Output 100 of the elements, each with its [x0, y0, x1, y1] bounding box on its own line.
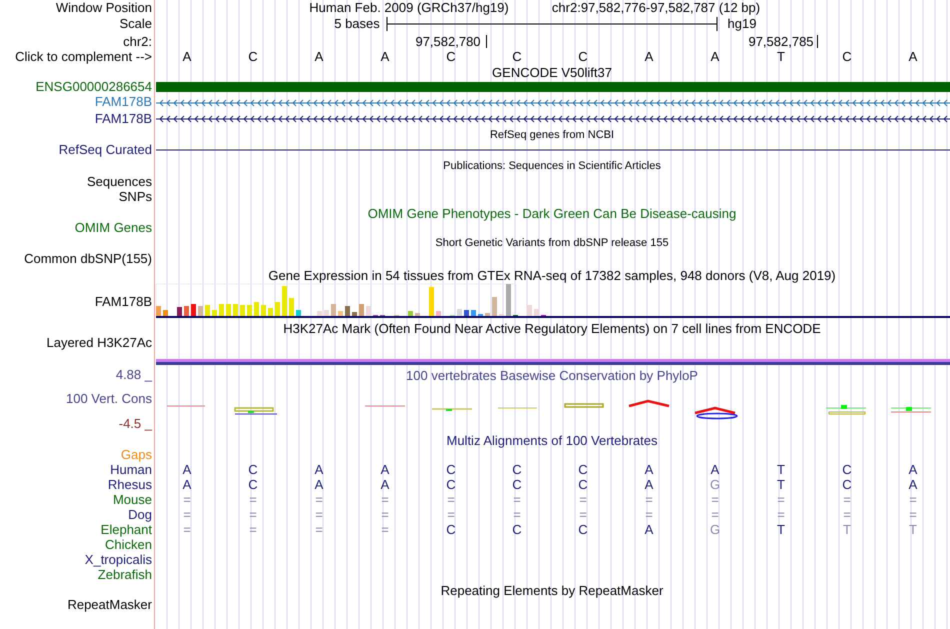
base-letter: = — [711, 492, 719, 507]
base-letter: = — [315, 522, 323, 537]
base-letter: A — [380, 477, 390, 492]
base-letter: A — [644, 477, 654, 492]
base-letter: = — [315, 492, 323, 507]
track-label: X_tropicalis — [84, 552, 152, 567]
base-letter: C — [842, 462, 852, 477]
track-title: Publications: Sequences in Scientific Articles — [443, 159, 661, 174]
track-title: Repeating Elements by RepeatMasker — [440, 583, 664, 598]
base-letter: G — [710, 522, 720, 537]
track-label: FAM178B — [94, 111, 152, 126]
track-label: RepeatMasker — [67, 597, 152, 612]
base-letter: T — [777, 477, 785, 492]
base-letter: A — [644, 522, 654, 537]
base-letter: A — [908, 49, 918, 64]
track-label: Elephant — [100, 522, 152, 537]
base-letter: = — [381, 507, 389, 522]
base-letter: C — [446, 477, 456, 492]
base-letter: = — [249, 507, 257, 522]
base-letter: = — [183, 492, 191, 507]
base-letter: = — [645, 507, 653, 522]
base-letter: C — [842, 477, 852, 492]
base-letter: A — [710, 49, 720, 64]
base-letter: T — [843, 522, 851, 537]
track-label: FAM178B — [94, 294, 152, 309]
track-label: chr2: — [123, 34, 152, 49]
base-letter: A — [908, 477, 918, 492]
track-label: Gaps — [120, 447, 152, 462]
track-title: Gene Expression in 54 tissues from GTEx RNA-seq of 17382 samples, 948 donors (V8, Aug 2019) — [268, 268, 836, 283]
track-label: Layered H3K27Ac — [46, 335, 152, 350]
base-letter: = — [513, 507, 521, 522]
track-title: GENCODE V50lift37 — [492, 65, 612, 80]
base-letter: = — [777, 507, 785, 522]
track-title: H3K27Ac Mark (Often Found Near Active Regulatory Elements) on 7 cell lines from ENCODE — [283, 321, 821, 336]
base-letter: = — [249, 522, 257, 537]
track-label: Click to complement --> — [15, 49, 152, 64]
scale-text: hg19 — [728, 16, 756, 31]
base-letter: = — [645, 492, 653, 507]
track-label: -4.5 _ — [118, 416, 152, 431]
track-label: Window Position — [56, 0, 152, 15]
base-letter: = — [579, 492, 587, 507]
track-label: OMIM Genes — [74, 220, 152, 235]
base-letter: A — [314, 49, 324, 64]
track-title: 100 vertebrates Basewise Conservation by PhyloP — [406, 368, 698, 383]
base-letter: A — [710, 462, 720, 477]
track-title: Multiz Alignments of 100 Vertebrates — [446, 433, 658, 448]
base-letter: T — [909, 522, 917, 537]
base-letter: A — [908, 462, 918, 477]
base-letter: A — [314, 462, 324, 477]
base-letter: = — [579, 507, 587, 522]
base-letter: A — [182, 462, 192, 477]
track-label: Sequences — [86, 174, 152, 189]
base-letter: A — [314, 477, 324, 492]
base-letter: = — [513, 492, 521, 507]
track-label: Scale — [119, 16, 152, 31]
track-label: Rhesus — [108, 477, 152, 492]
base-letter: = — [909, 492, 917, 507]
coordinate-text: 97,582,780 — [415, 34, 481, 49]
base-letter: C — [578, 462, 588, 477]
track-label: RefSeq Curated — [58, 142, 152, 157]
base-letter: = — [843, 507, 851, 522]
track-label: ENSG00000286654 — [36, 79, 152, 94]
base-letter: C — [512, 49, 522, 64]
track-label: FAM178B — [94, 94, 152, 109]
base-letter: = — [777, 492, 785, 507]
base-letter: C — [842, 49, 852, 64]
base-letter: C — [446, 462, 456, 477]
base-letter: = — [249, 492, 257, 507]
base-letter: A — [182, 49, 192, 64]
base-letter: = — [909, 507, 917, 522]
base-letter: C — [578, 477, 588, 492]
base-letter: = — [447, 507, 455, 522]
track-title: RefSeq genes from NCBI — [490, 128, 614, 143]
position-text: Human Feb. 2009 (GRCh37/hg19) — [309, 0, 509, 15]
base-letter: = — [183, 522, 191, 537]
base-letter: = — [315, 507, 323, 522]
coordinate-text: 97,582,785 — [748, 34, 814, 49]
base-letter: A — [380, 462, 390, 477]
base-letter: C — [578, 49, 588, 64]
base-letter: A — [644, 49, 654, 64]
position-text: chr2:97,582,776-97,582,787 (12 bp) — [552, 0, 760, 15]
base-letter: C — [248, 477, 258, 492]
base-letter: T — [777, 49, 785, 64]
base-letter: T — [777, 462, 785, 477]
scale-text: 5 bases — [334, 16, 380, 31]
base-letter: C — [512, 522, 522, 537]
base-letter: T — [777, 522, 785, 537]
base-letter: C — [446, 49, 456, 64]
track-title: OMIM Gene Phenotypes - Dark Green Can Be Disease-causing — [368, 206, 736, 221]
base-letter: = — [711, 507, 719, 522]
track-label: Zebrafish — [98, 567, 152, 582]
track-label: Human — [110, 462, 152, 477]
base-letter: G — [710, 477, 720, 492]
track-label: Dog — [128, 507, 152, 522]
track-title: Short Genetic Variants from dbSNP release 155 — [435, 236, 669, 251]
track-label: 100 Vert. Cons — [66, 391, 152, 406]
base-letter: C — [512, 477, 522, 492]
base-letter: C — [248, 462, 258, 477]
base-letter: C — [446, 522, 456, 537]
base-letter: = — [183, 507, 191, 522]
